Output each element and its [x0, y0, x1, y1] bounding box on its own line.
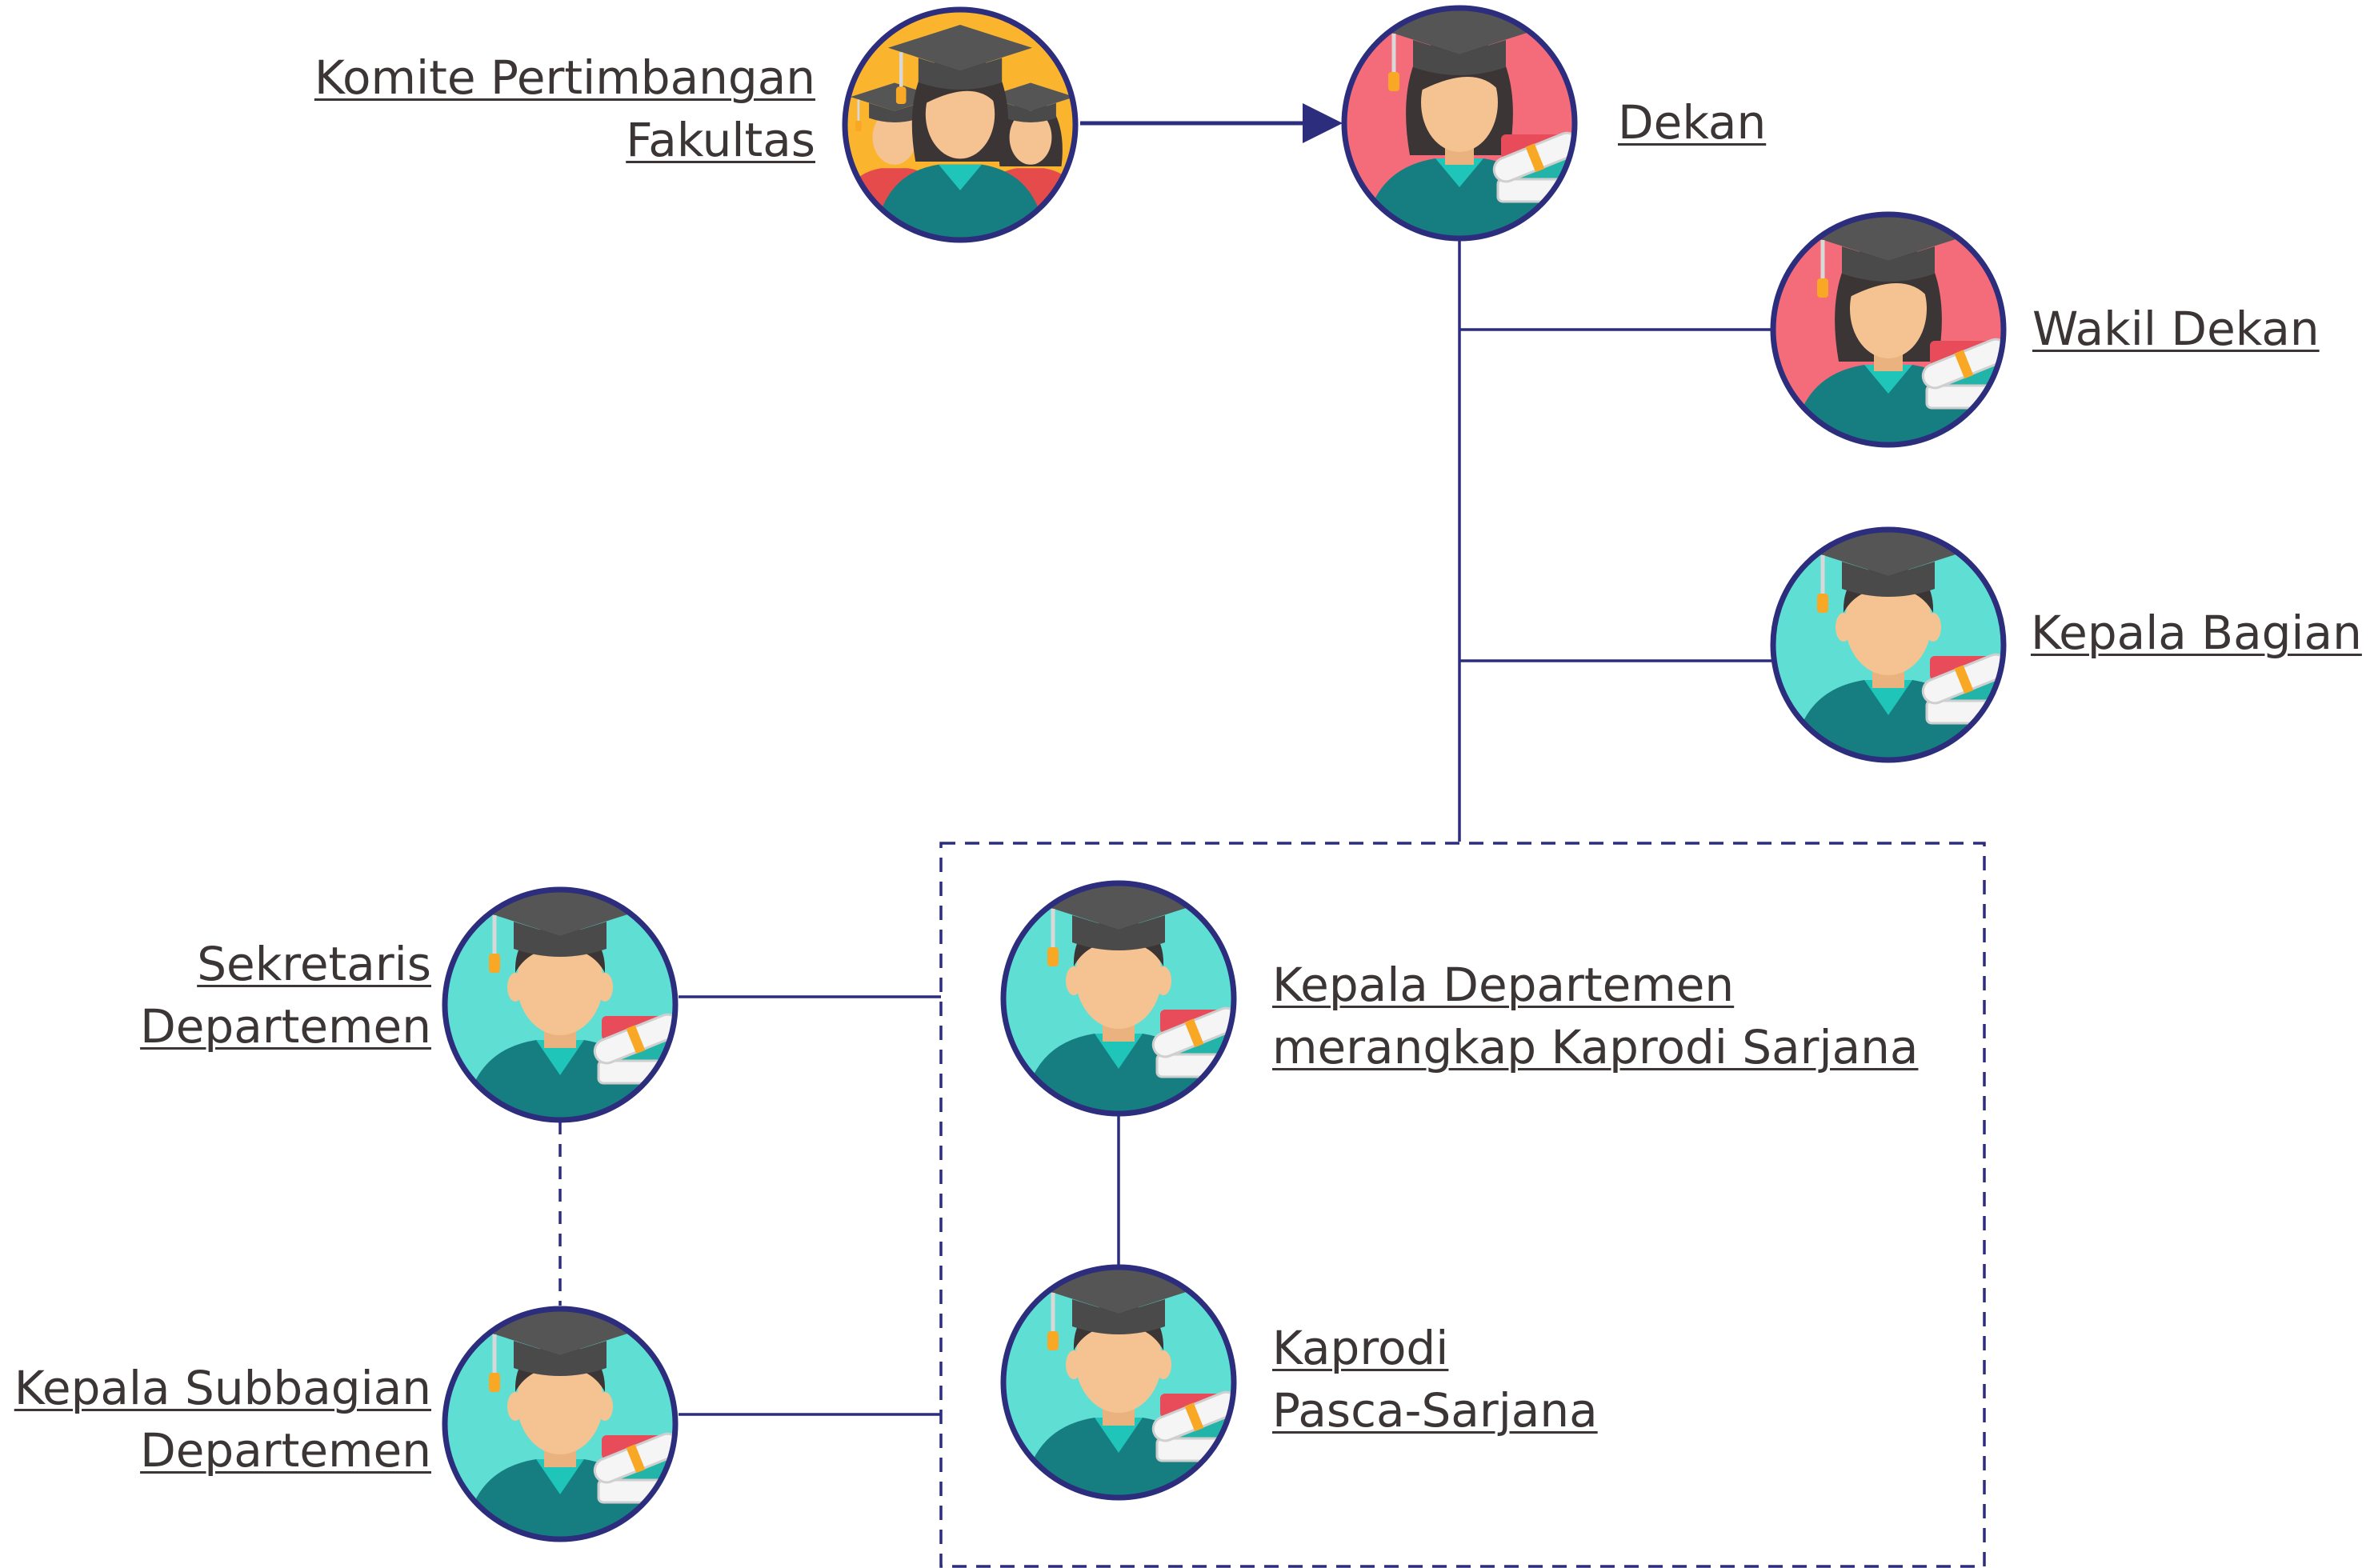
- avatar-kepala-departemen[interactable]: [1000, 878, 1243, 1126]
- connectors: [558, 103, 1986, 1568]
- label-kepala-subbagian-line-1: Kepala Subbagian: [14, 1361, 431, 1415]
- label-komite[interactable]: Komite Pertimbangan Fakultas: [314, 46, 815, 171]
- label-kepala-subbagian-line-2: Departemen: [140, 1423, 431, 1478]
- avatar-wakil-dekan[interactable]: [1770, 210, 2012, 458]
- label-wakil-dekan-line-1: Wakil Dekan: [2032, 302, 2320, 356]
- label-sekretaris[interactable]: Sekretaris Departemen: [140, 933, 431, 1058]
- department-dashed-box: [939, 842, 1986, 1568]
- label-dekan[interactable]: Dekan: [1618, 91, 1766, 154]
- label-wakil-dekan[interactable]: Wakil Dekan: [2032, 298, 2320, 360]
- label-kepala-departemen-line-1: Kepala Departemen: [1272, 958, 1735, 1012]
- label-sekretaris-line-1: Sekretaris: [197, 937, 431, 991]
- label-kaprodi-pasca-line-1: Kaprodi: [1272, 1321, 1449, 1375]
- avatar-kaprodi-pasca[interactable]: [1000, 1262, 1243, 1510]
- avatar-komite[interactable]: [842, 6, 1083, 255]
- label-kepala-bagian-line-1: Kepala Bagian: [2031, 606, 2362, 660]
- label-kepala-departemen[interactable]: Kepala Departemen merangkap Kaprodi Sarj…: [1272, 954, 1918, 1078]
- label-komite-line-1: Komite Pertimbangan: [314, 50, 815, 105]
- label-kepala-departemen-line-2: merangkap Kaprodi Sarjana: [1272, 1020, 1919, 1074]
- label-sekretaris-line-2: Departemen: [140, 999, 431, 1054]
- label-dekan-line-1: Dekan: [1618, 95, 1767, 150]
- label-kepala-subbagian[interactable]: Kepala Subbagian Departemen: [14, 1357, 431, 1482]
- avatar-sekretaris[interactable]: [442, 885, 684, 1133]
- avatar-kepala-bagian[interactable]: [1770, 525, 2012, 773]
- label-kaprodi-pasca-line-2: Pasca-Sarjana: [1272, 1383, 1598, 1438]
- label-kepala-bagian[interactable]: Kepala Bagian: [2031, 602, 2362, 664]
- avatar-kepala-subbagian[interactable]: [442, 1304, 684, 1552]
- avatar-dekan[interactable]: [1341, 3, 1583, 251]
- label-kaprodi-pasca[interactable]: Kaprodi Pasca-Sarjana: [1272, 1317, 1598, 1442]
- label-komite-line-2: Fakultas: [626, 113, 815, 167]
